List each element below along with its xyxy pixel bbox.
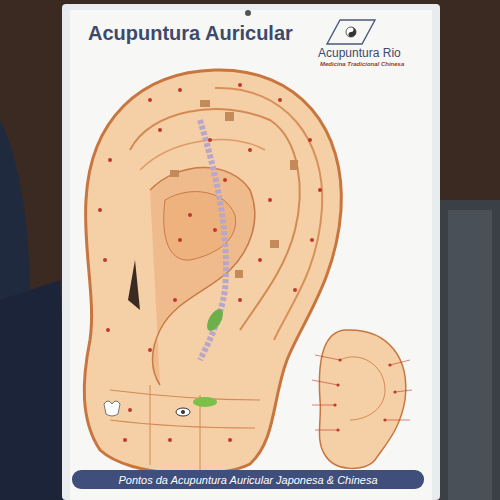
book-cover bbox=[448, 210, 492, 500]
chart-title: Acupuntura Auricular bbox=[88, 22, 293, 45]
paper-sheet bbox=[70, 10, 432, 500]
inset-ear bbox=[312, 330, 412, 469]
spine bbox=[200, 120, 226, 360]
logo-mark bbox=[327, 20, 375, 44]
band-text: Pontos da Acupuntura Auricular Japonesa … bbox=[118, 474, 377, 486]
logo-text: Medicina Tradicional Chinesa bbox=[320, 61, 404, 67]
logo-text: Acupuntura Rio bbox=[318, 46, 401, 60]
laminate bbox=[62, 4, 440, 500]
hanging-hole bbox=[245, 10, 251, 16]
ear-illustration bbox=[84, 70, 341, 474]
book bbox=[440, 200, 500, 500]
caption-band: Pontos da Acupuntura Auricular Japonesa … bbox=[72, 470, 424, 489]
ear-canal bbox=[128, 260, 140, 310]
clothing-shadow bbox=[0, 280, 70, 500]
